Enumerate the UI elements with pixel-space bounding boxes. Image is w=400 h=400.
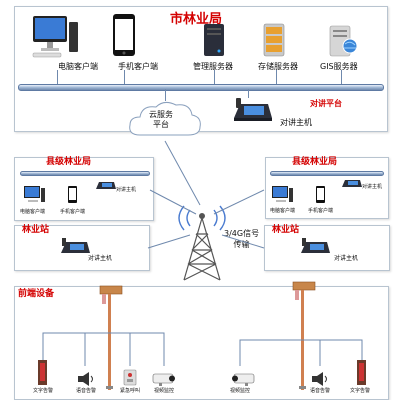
- voice-alarm-speaker-icon: [78, 372, 93, 386]
- intercom-platform-title: 对讲平台: [310, 99, 342, 108]
- county-left-phone-label: 手机客户端: [60, 209, 86, 215]
- intercom-host-icon: [96, 182, 116, 189]
- network-bus: [18, 84, 384, 91]
- city-phone-client-label: 手机客户端: [118, 62, 158, 71]
- cloud-icon: [129, 101, 201, 136]
- city-intercom-host-label: 对讲主机: [280, 118, 312, 127]
- connector-line: [276, 70, 277, 86]
- text-alarm-icon: [38, 360, 47, 385]
- city-pc-client-label: 电脑客户端: [58, 62, 98, 71]
- county-left-bus: [20, 171, 150, 176]
- storage-server-icon: [263, 23, 285, 57]
- storage-server-label: 存储服务器: [258, 62, 298, 71]
- frontend-title: 前端设备: [18, 289, 55, 299]
- management-server-label: 管理服务器: [193, 62, 233, 71]
- station-left-host-label: 对讲主机: [88, 255, 113, 262]
- county-left-host-label: 对讲主机: [116, 187, 137, 193]
- connector-line: [248, 89, 249, 98]
- gis-server-label: GIS服务器: [320, 62, 358, 71]
- frontend-left-emergency-call-label: 紧急呼叫: [120, 388, 141, 394]
- county-right-title: 县级林业局: [292, 157, 338, 167]
- mobile-phone-icon: [113, 14, 135, 56]
- connector-line: [124, 70, 125, 86]
- signal-tower-icon: [178, 205, 226, 281]
- intercom-host-icon: [342, 180, 362, 187]
- frontend-right-text-alarm-label: 文字告警: [350, 388, 371, 394]
- city-bureau-title: 市林业局: [170, 12, 223, 27]
- mobile-phone-icon: [316, 186, 325, 203]
- cloud-label: 云服务 平台: [149, 110, 173, 129]
- video-camera-icon: [152, 373, 175, 386]
- county-right-phone-label: 手机客户端: [308, 208, 334, 214]
- station-left-title: 林业站: [22, 225, 50, 235]
- mobile-phone-icon: [68, 186, 77, 203]
- desktop-computer-icon: [24, 186, 45, 202]
- desktop-computer-icon: [32, 16, 78, 58]
- connector-line: [57, 70, 58, 86]
- county-right-host-label: 对讲主机: [362, 184, 383, 190]
- intercom-host-icon: [301, 238, 330, 253]
- county-right-pc-label: 电脑客户端: [270, 208, 296, 214]
- station-right-host-label: 对讲主机: [334, 255, 359, 262]
- frontend-left-text-alarm-label: 文字告警: [33, 388, 54, 394]
- video-camera-icon: [232, 373, 255, 386]
- connector-line: [214, 70, 215, 86]
- county-left-title: 县级林业局: [46, 157, 92, 167]
- management-server-icon: [204, 24, 224, 56]
- connector-line: [341, 70, 342, 86]
- frontend-right-voice-alarm-label: 语音告警: [310, 388, 331, 394]
- county-right-bus: [270, 171, 384, 176]
- desktop-computer-icon: [272, 186, 293, 202]
- frontend-right-video-label: 视频监控: [230, 388, 251, 394]
- connector-line: [165, 89, 166, 101]
- frontend-left-video-label: 视频监控: [154, 388, 175, 394]
- gis-server-icon: [329, 25, 358, 57]
- monitoring-pole-left: [99, 285, 123, 390]
- county-left-pc-label: 电脑客户端: [20, 209, 46, 215]
- frontend-left-voice-alarm-label: 语音告警: [76, 388, 97, 394]
- text-alarm-icon: [357, 360, 366, 385]
- intercom-host-icon: [234, 98, 272, 121]
- station-right-title: 林业站: [272, 225, 300, 235]
- tower-label: 3/4G信号 传输: [224, 229, 260, 249]
- voice-alarm-speaker-icon: [312, 372, 327, 386]
- intercom-host-icon: [61, 238, 90, 253]
- emergency-call-icon: [123, 369, 137, 386]
